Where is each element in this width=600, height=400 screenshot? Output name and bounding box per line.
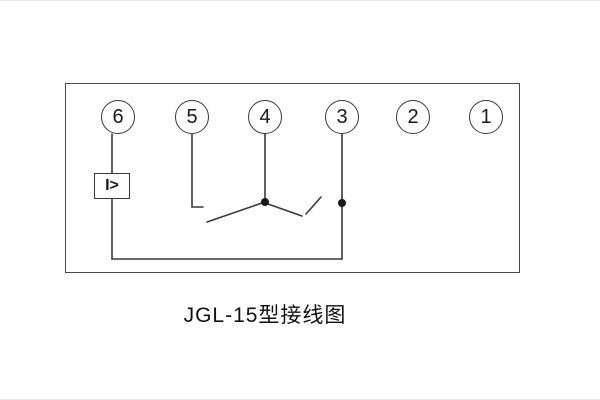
terminal-4: 4 [248,100,282,134]
terminal-2: 2 [396,100,430,134]
contact-arm-5-4 [206,202,263,223]
junction-dot-terminal3 [338,199,346,207]
terminal-5: 5 [175,100,209,134]
terminal-1: 1 [469,100,503,134]
diagram-frame [65,83,520,273]
overcurrent-element-box: I> [94,173,130,199]
overcurrent-element-label: I> [105,177,119,194]
terminal-3: 3 [325,100,359,134]
junction-dot-terminal4 [261,198,269,206]
terminal-6: 6 [101,100,135,134]
contact-tick-3 [305,196,322,215]
diagram-caption: JGL-15型接线图 [183,304,347,327]
contact-arm-4-3 [267,203,303,217]
